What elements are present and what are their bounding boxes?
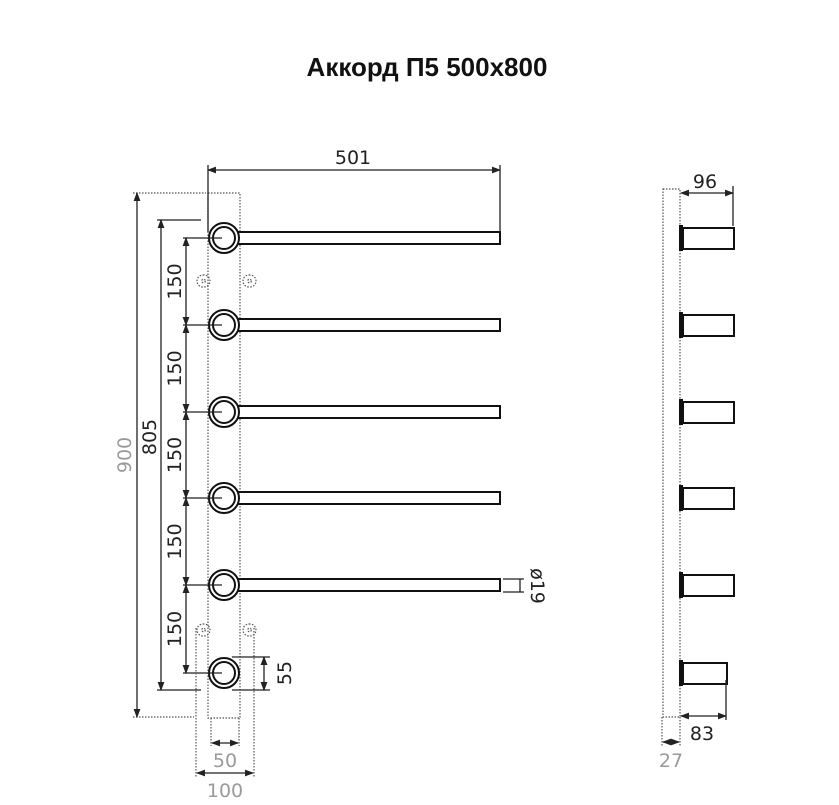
wall-plate-outline (207, 192, 241, 719)
mounting-bracket (242, 623, 257, 637)
tube-diameter-label: ø19 (526, 568, 548, 604)
bar-flange (679, 572, 683, 598)
inner-width-label: 50 (213, 750, 237, 772)
towel-bar (237, 318, 501, 332)
axis-height-label: 805 (139, 419, 161, 455)
side-bar (682, 487, 735, 510)
towel-bar (237, 491, 501, 505)
spacing-label: 150 (164, 350, 186, 386)
spacing-label: 150 (164, 611, 186, 647)
side-bar (682, 574, 735, 597)
spacing-label: 150 (164, 263, 186, 299)
wall-gap-label: 27 (659, 750, 683, 772)
bar-flange (679, 225, 683, 251)
side-bar (682, 401, 735, 424)
bar-flange (679, 312, 683, 338)
bar-flange (679, 485, 683, 511)
side-view: 96 83 27 (659, 171, 735, 772)
bottom-depth-label: 83 (690, 723, 714, 745)
node-label: 55 (274, 661, 296, 685)
wall-outline (662, 188, 681, 718)
width-label: 501 (335, 147, 371, 169)
total-height-label: 900 (114, 437, 136, 473)
towel-bar (237, 231, 501, 245)
mounting-hole (201, 278, 206, 284)
mounting-bracket (242, 274, 257, 288)
towel-bar (237, 405, 501, 419)
mounting-bracket (196, 274, 211, 288)
depth-label: 96 (693, 171, 717, 193)
outer-width-label: 100 (207, 780, 243, 802)
bar-flange (679, 399, 683, 425)
side-bar (682, 662, 728, 685)
spacing-label: 150 (164, 437, 186, 473)
side-bar (682, 314, 735, 337)
front-view: 501 900 805 150 150 150 150 150 55 ø19 50 10… (114, 147, 548, 802)
towel-bar (237, 578, 501, 592)
bar-flange (679, 660, 683, 686)
mounting-hole (247, 627, 252, 633)
drawing-title: Аккорд П5 500x800 (307, 52, 548, 82)
mounting-hole (247, 278, 252, 284)
side-bar (682, 227, 735, 250)
mounting-hole (201, 627, 206, 633)
mounting-bracket (196, 623, 211, 637)
spacing-label: 150 (164, 523, 186, 559)
